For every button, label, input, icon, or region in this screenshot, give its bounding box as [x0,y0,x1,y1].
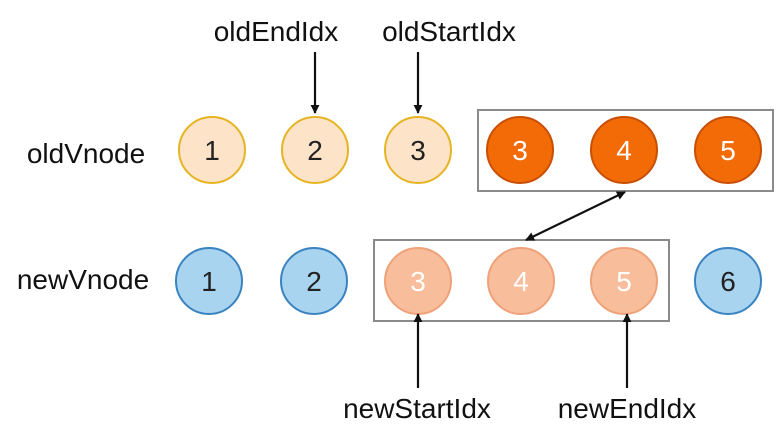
old-node-circle [281,116,349,184]
old-node-circle [590,116,658,184]
new-row-label: newVnode [17,264,149,295]
new-node-5: 5 [590,247,658,315]
new-node-circle [487,247,555,315]
new-node-6: 6 [694,247,762,315]
old-node-text: 1 [204,135,220,166]
old-node-row: 1 2 3 3 4 5 [178,116,762,184]
new-node-text: 6 [720,266,736,297]
old-node-2: 2 [281,116,349,184]
old-node-text: 3 [512,135,528,166]
old-group-box [477,109,774,192]
box-link-double-arrow [525,191,626,241]
new-node-circle [280,247,348,315]
old-node-1: 1 [178,116,246,184]
new-group-box [373,239,670,322]
new-node-text: 4 [513,266,529,297]
new-node-circle [694,247,762,315]
old-row-label: oldVnode [27,138,145,169]
old-node-text: 4 [616,135,632,166]
old-node-circle [694,116,762,184]
old-start-idx-label: oldStartIdx [382,16,516,47]
old-node-circle [384,116,452,184]
new-node-text: 1 [201,266,217,297]
new-node-2: 2 [280,247,348,315]
new-end-idx-label: newEndIdx [558,393,697,424]
new-node-1: 1 [175,247,243,315]
old-end-idx-label: oldEndIdx [214,16,339,47]
new-node-text: 3 [410,266,426,297]
new-node-row: 1 2 3 4 5 6 [175,247,762,315]
new-start-idx-label: newStartIdx [343,393,491,424]
old-node-4: 3 [486,116,554,184]
new-node-circle [175,247,243,315]
new-node-3: 3 [384,247,452,315]
new-node-text: 5 [616,266,632,297]
old-node-5: 4 [590,116,658,184]
old-node-text: 5 [720,135,736,166]
old-node-circle [178,116,246,184]
old-node-circle [486,116,554,184]
new-node-text: 2 [306,266,322,297]
old-node-6: 5 [694,116,762,184]
old-node-text: 3 [410,135,426,166]
old-node-text: 2 [307,135,323,166]
new-node-4: 4 [487,247,555,315]
old-node-3: 3 [384,116,452,184]
